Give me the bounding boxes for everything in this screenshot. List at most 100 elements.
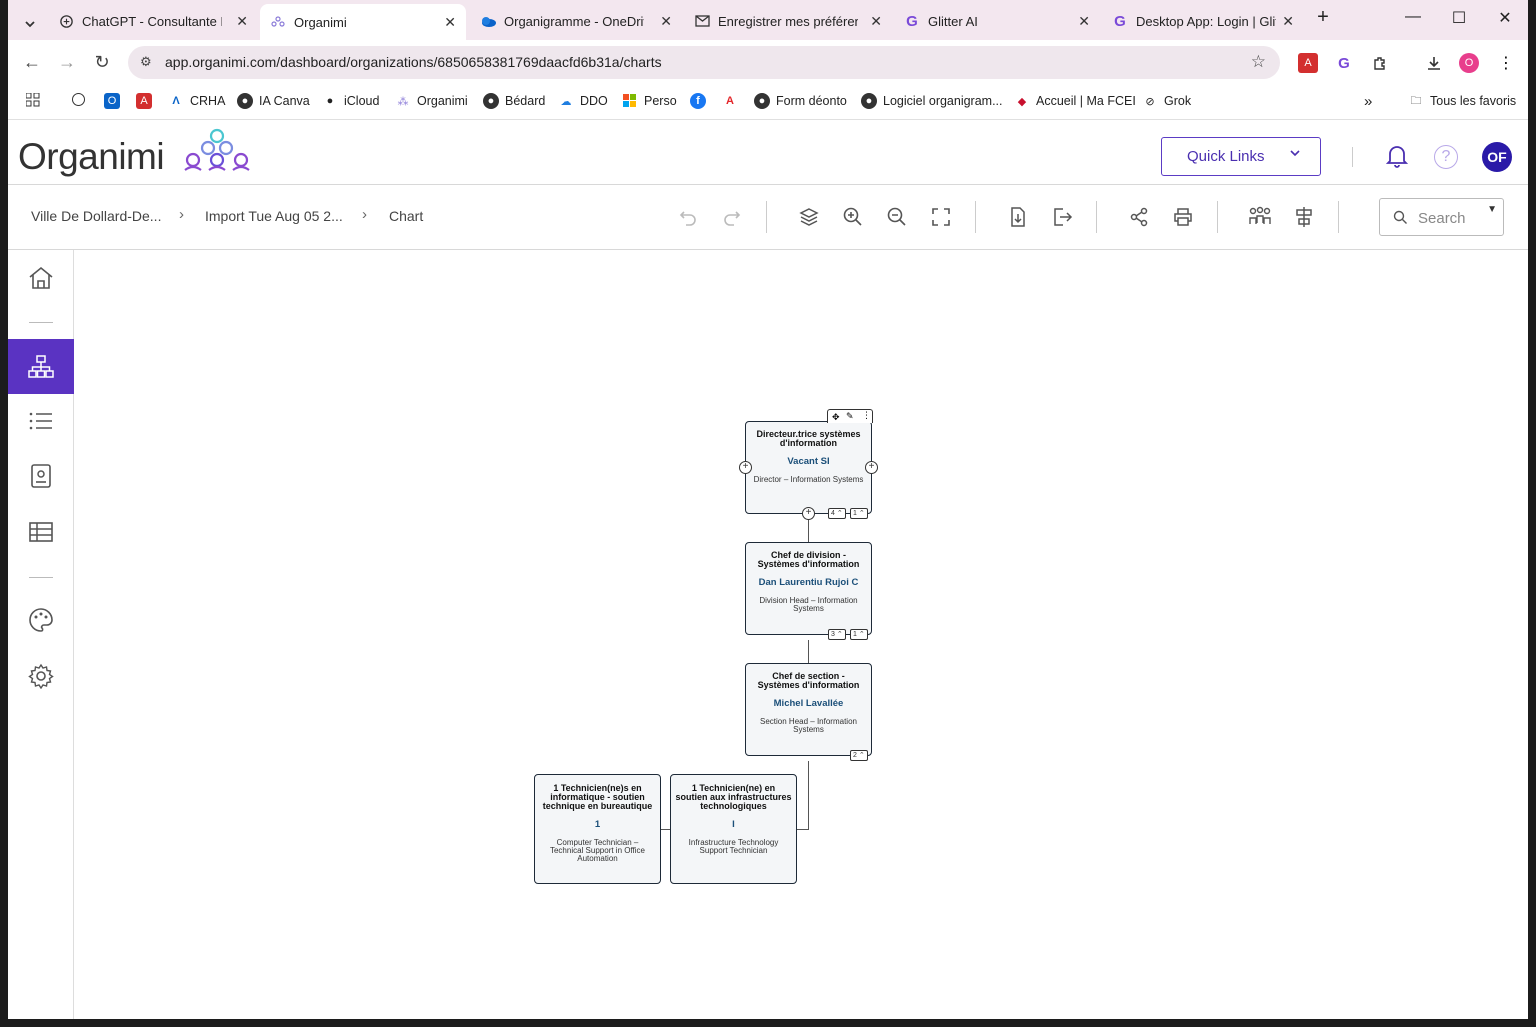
zoom-in-icon[interactable] [841, 205, 865, 229]
undo-icon[interactable] [676, 205, 700, 229]
chatgpt-bookmark-icon[interactable] [72, 93, 91, 106]
profile-avatar[interactable]: O [1459, 53, 1479, 73]
chart-node-division-head[interactable]: Chef de division - Systèmes d'informatio… [745, 542, 872, 640]
toolbar-divider [975, 201, 976, 233]
tab-search-button[interactable] [16, 9, 38, 39]
organimi-logo-text[interactable]: Organimi [18, 136, 165, 177]
tab-onedrive[interactable]: Organigramme - OneDrive ✕ [470, 6, 682, 36]
tab-glitter[interactable]: G Glitter AI ✕ [894, 6, 1100, 36]
bookmark-ddo[interactable]: ☁DDO [558, 93, 608, 109]
move-icon[interactable]: ✥ [832, 412, 840, 422]
reload-icon[interactable]: ↻ [94, 52, 110, 72]
close-icon[interactable]: ✕ [1078, 12, 1090, 29]
apps-grid-icon[interactable] [26, 93, 40, 107]
help-icon[interactable]: ? [1434, 145, 1458, 169]
close-icon[interactable]: ✕ [870, 12, 882, 29]
share-icon[interactable] [1127, 205, 1151, 229]
chevron-down-icon [25, 21, 35, 28]
bookmark-star-icon[interactable]: ☆ [1250, 52, 1266, 71]
menu-kebab-icon[interactable]: ⋮ [1498, 55, 1514, 72]
tab-organimi[interactable]: Organimi ✕ [260, 4, 466, 40]
microsoft-icon [622, 93, 638, 109]
more-icon[interactable]: ⋮ [862, 410, 871, 420]
outlook-bookmark-icon[interactable]: O [104, 93, 126, 109]
bookmark-ia-canva[interactable]: ●IA Canva [237, 93, 310, 109]
align-icon[interactable] [1292, 205, 1316, 229]
people-icon[interactable] [1248, 205, 1272, 229]
breadcrumb-organization[interactable]: Ville De Dollard-De... [31, 208, 162, 224]
adobe-bookmark-icon[interactable]: A [726, 95, 734, 107]
print-icon[interactable] [1171, 205, 1195, 229]
descendant-count-badge[interactable]: 4 ⌃ [828, 508, 846, 519]
sidebar-divider [29, 322, 53, 323]
layers-icon[interactable] [797, 205, 821, 229]
more-bookmarks-icon[interactable]: » [1364, 93, 1373, 110]
bookmark-fcei[interactable]: ◆Accueil | Ma FCEI [1014, 93, 1136, 109]
bookmark-form-deonto[interactable]: ●Form déonto [754, 93, 847, 109]
descendant-count-badge[interactable]: 2 ⌃ [850, 750, 868, 761]
header-divider [1352, 147, 1353, 167]
sidebar-item-table[interactable] [8, 504, 74, 559]
extensions-puzzle-icon[interactable] [1370, 53, 1390, 73]
close-icon[interactable]: ✕ [444, 13, 456, 30]
add-sibling-left-icon[interactable]: + [739, 461, 752, 474]
import-file-icon[interactable] [1006, 205, 1030, 229]
zoom-out-icon[interactable] [885, 205, 909, 229]
chart-node-director[interactable]: ✥ ✎ ⋮ Directeur.trice systèmes d'informa… [739, 409, 878, 520]
sidebar-item-chart[interactable] [8, 339, 74, 394]
redo-icon[interactable] [720, 205, 744, 229]
close-window-icon[interactable]: ✕ [1498, 10, 1512, 27]
sidebar-item-home[interactable] [8, 250, 74, 305]
bookmark-logiciel[interactable]: ●Logiciel organigram... [861, 93, 1003, 109]
bookmark-bedard[interactable]: ●Bédard [483, 93, 545, 109]
sidebar-item-theme[interactable] [8, 592, 74, 647]
glitter-extension-icon[interactable]: G [1338, 54, 1350, 72]
minimize-icon[interactable]: — [1405, 8, 1421, 25]
breadcrumb-import[interactable]: Import Tue Aug 05 2... [205, 208, 343, 224]
forward-arrow-icon[interactable]: → [58, 52, 76, 72]
direct-count-badge[interactable]: 1 ⌃ [850, 629, 868, 640]
maximize-icon[interactable]: ☐ [1451, 10, 1467, 27]
sidebar-item-settings[interactable] [8, 648, 74, 703]
direct-count-badge[interactable]: 1 ⌃ [850, 508, 868, 519]
all-bookmarks-folder[interactable]: 🗀Tous les favoris [1408, 93, 1517, 109]
add-sibling-right-icon[interactable]: + [865, 461, 878, 474]
close-icon[interactable]: ✕ [1282, 12, 1294, 29]
bookmark-grok[interactable]: ⊘Grok [1142, 93, 1191, 109]
user-avatar[interactable]: OF [1482, 142, 1512, 172]
quick-links-button[interactable]: Quick Links [1161, 137, 1321, 176]
close-icon[interactable]: ✕ [660, 12, 672, 29]
back-arrow-icon[interactable]: ← [23, 52, 41, 72]
bookmark-organimi[interactable]: ⁂Organimi [395, 93, 468, 109]
search-input[interactable]: Search ▼ [1379, 198, 1504, 236]
pdf-extension-icon[interactable]: A [1298, 53, 1318, 73]
edit-pencil-icon[interactable]: ✎ [846, 411, 854, 421]
close-icon[interactable]: ✕ [236, 12, 248, 29]
facebook-bookmark-icon[interactable]: f [690, 93, 712, 109]
download-icon[interactable] [1424, 53, 1444, 73]
breadcrumb-chart[interactable]: Chart [389, 208, 424, 224]
sidebar-item-list[interactable] [8, 393, 74, 448]
sidebar-item-directory[interactable] [8, 448, 74, 503]
caret-down-icon[interactable]: ▼ [1487, 204, 1497, 215]
url-omnibox[interactable]: ⚙ app.organimi.com/dashboard/organizatio… [128, 46, 1280, 79]
add-child-icon[interactable]: + [802, 507, 815, 520]
chart-node-infrastructure-technician[interactable]: 1 Technicien(ne) en soutien aux infrastr… [670, 774, 797, 884]
pdf-bookmark-icon[interactable]: A [136, 93, 158, 109]
notifications-bell-icon[interactable] [1385, 144, 1409, 173]
descendant-count-badge[interactable]: 3 ⌃ [828, 629, 846, 640]
globe-icon: ● [237, 93, 253, 109]
bookmark-perso[interactable]: Perso [622, 93, 677, 109]
chart-node-section-head[interactable]: Chef de section - Systèmes d'information… [745, 663, 872, 761]
bookmark-icloud[interactable]: ●iCloud [322, 93, 380, 109]
tab-glitter-desktop[interactable]: G Desktop App: Login | Glitter ✕ [1102, 6, 1304, 36]
org-chart-canvas[interactable]: ✥ ✎ ⋮ Directeur.trice systèmes d'informa… [75, 250, 1528, 1019]
export-icon[interactable] [1050, 205, 1074, 229]
tab-mail[interactable]: Enregistrer mes préférences ✕ [684, 6, 892, 36]
chart-node-computer-technician[interactable]: 1 Technicien(ne)s en informatique - sout… [534, 774, 661, 884]
tab-chatgpt[interactable]: ChatGPT - Consultante RH ✕ [48, 6, 258, 36]
fit-screen-icon[interactable] [929, 205, 953, 229]
site-settings-icon[interactable]: ⚙ [140, 54, 152, 69]
new-tab-button[interactable]: + [1317, 6, 1329, 28]
